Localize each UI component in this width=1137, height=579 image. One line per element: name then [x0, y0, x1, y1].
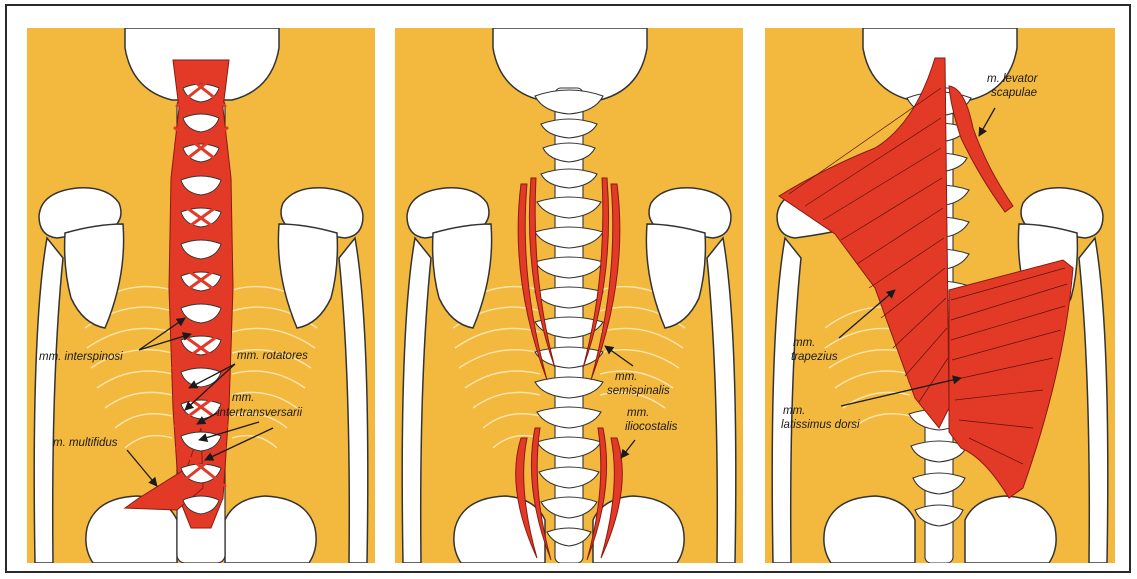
label-rotatores: mm. rotatores [237, 350, 308, 362]
label-latissimus-2: latissimus dorsi [781, 419, 860, 431]
label-latissimus-1: mm. [783, 405, 805, 417]
figure-frame: mm. interspinosi mm. rotatores mm. inter… [5, 4, 1131, 573]
panel-deep-muscles-art: mm. interspinosi mm. rotatores mm. inter… [27, 28, 375, 563]
label-trapezius-1: mm. [793, 337, 815, 349]
label-levator-2: scapulae [991, 87, 1037, 99]
label-multifidus: m. multifidus [53, 437, 118, 449]
panel-semispinalis: mm. semispinalis mm. iliocostalis [395, 28, 743, 563]
label-intertransversarii-2: intertransversarii [217, 407, 302, 419]
label-trapezius-2: trapezius [791, 351, 838, 363]
panel-superficial-muscles-art: m. levator scapulae mm. trapezius mm. la… [765, 28, 1115, 563]
label-semispinalis-2: semispinalis [607, 385, 670, 397]
label-interspinosi: mm. interspinosi [39, 351, 123, 363]
label-semispinalis-1: mm. [615, 371, 637, 383]
panel-semispinalis-art: mm. semispinalis mm. iliocostalis [395, 28, 743, 563]
label-iliocostalis-2: iliocostalis [625, 421, 678, 433]
panel-deep-muscles: mm. interspinosi mm. rotatores mm. inter… [27, 28, 375, 563]
label-levator-1: m. levator [987, 73, 1039, 85]
label-iliocostalis-1: mm. [627, 407, 649, 419]
label-intertransversarii-1: mm. [232, 392, 254, 404]
panel-superficial-muscles: m. levator scapulae mm. trapezius mm. la… [765, 28, 1115, 563]
